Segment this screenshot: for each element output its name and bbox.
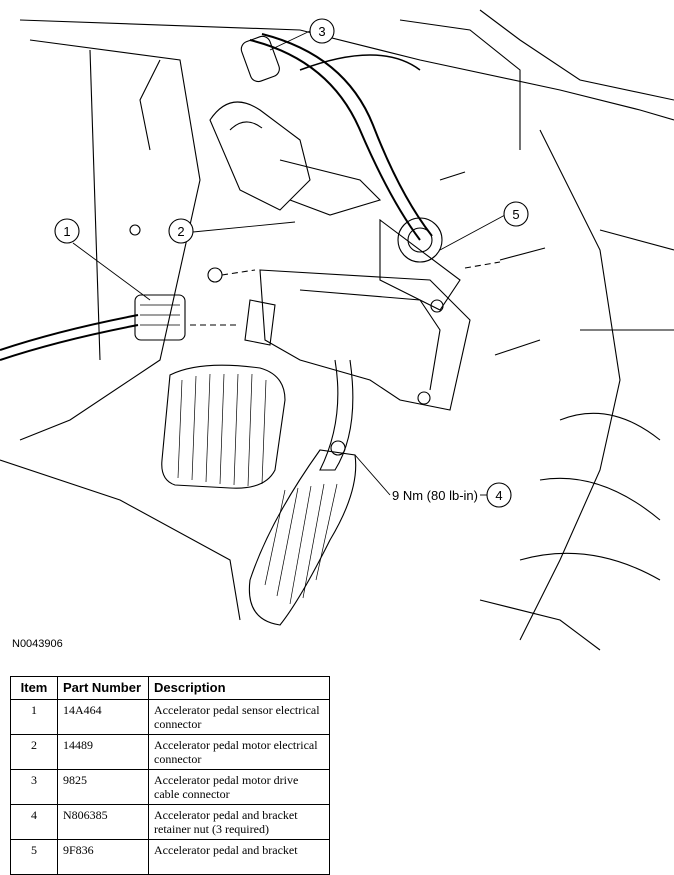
callout-4-label: 4 (495, 488, 502, 503)
callout-4: 4 (486, 482, 512, 508)
torque-spec-label: 9 Nm (80 lb-in) (392, 488, 478, 503)
header-item: Item (10, 676, 58, 700)
callout-3: 3 (309, 18, 335, 44)
table-row: 4 N806385 Accelerator pedal and bracket … (10, 804, 330, 840)
cell-description: Accelerator pedal motor electrical conne… (148, 734, 330, 770)
pedal-bracket (244, 269, 471, 411)
cell-part-number: 9825 (57, 769, 149, 805)
header-part-number: Part Number (57, 676, 149, 700)
firewall-structure (0, 9, 674, 651)
table-row: 2 14489 Accelerator pedal motor electric… (10, 734, 330, 770)
brake-pedal-pad (161, 364, 286, 489)
motor-housing (209, 101, 461, 311)
cell-description: Accelerator pedal sensor electrical conn… (148, 699, 330, 735)
callout-2: 2 (168, 218, 194, 244)
callout-2-label: 2 (177, 224, 184, 239)
table-row: 3 9825 Accelerator pedal motor drive cab… (10, 769, 330, 805)
cell-item: 3 (10, 769, 58, 805)
callout-3-label: 3 (318, 24, 325, 39)
cell-part-number: 9F836 (57, 839, 149, 875)
cell-item: 4 (10, 804, 58, 840)
leader-lines (72, 30, 506, 496)
callout-1: 1 (54, 218, 80, 244)
cell-part-number: N806385 (57, 804, 149, 840)
drive-cable (240, 33, 433, 241)
cell-item: 2 (10, 734, 58, 770)
callout-5: 5 (503, 201, 529, 227)
fasteners (129, 171, 546, 456)
accelerator-pedal (248, 359, 357, 626)
table-row: 1 14A464 Accelerator pedal sensor electr… (10, 699, 330, 735)
cell-part-number: 14489 (57, 734, 149, 770)
callout-5-label: 5 (512, 207, 519, 222)
table-row: 5 9F836 Accelerator pedal and bracket (10, 839, 330, 875)
cell-part-number: 14A464 (57, 699, 149, 735)
table-header-row: Item Part Number Description (10, 676, 330, 700)
cell-description: Accelerator pedal and bracket retainer n… (148, 804, 330, 840)
cell-description: Accelerator pedal motor drive cable conn… (148, 769, 330, 805)
pedal-assembly-illustration: 1 2 3 4 5 9 Nm (80 lb-in) (0, 9, 674, 651)
sensor-connector (0, 294, 240, 361)
callout-1-label: 1 (63, 224, 70, 239)
header-description: Description (148, 676, 330, 700)
cell-item: 1 (10, 699, 58, 735)
parts-table: Item Part Number Description 1 14A464 Ac… (10, 676, 330, 875)
figure-id: N0043906 (12, 638, 63, 650)
cell-item: 5 (10, 839, 58, 875)
cell-description: Accelerator pedal and bracket (148, 839, 330, 875)
